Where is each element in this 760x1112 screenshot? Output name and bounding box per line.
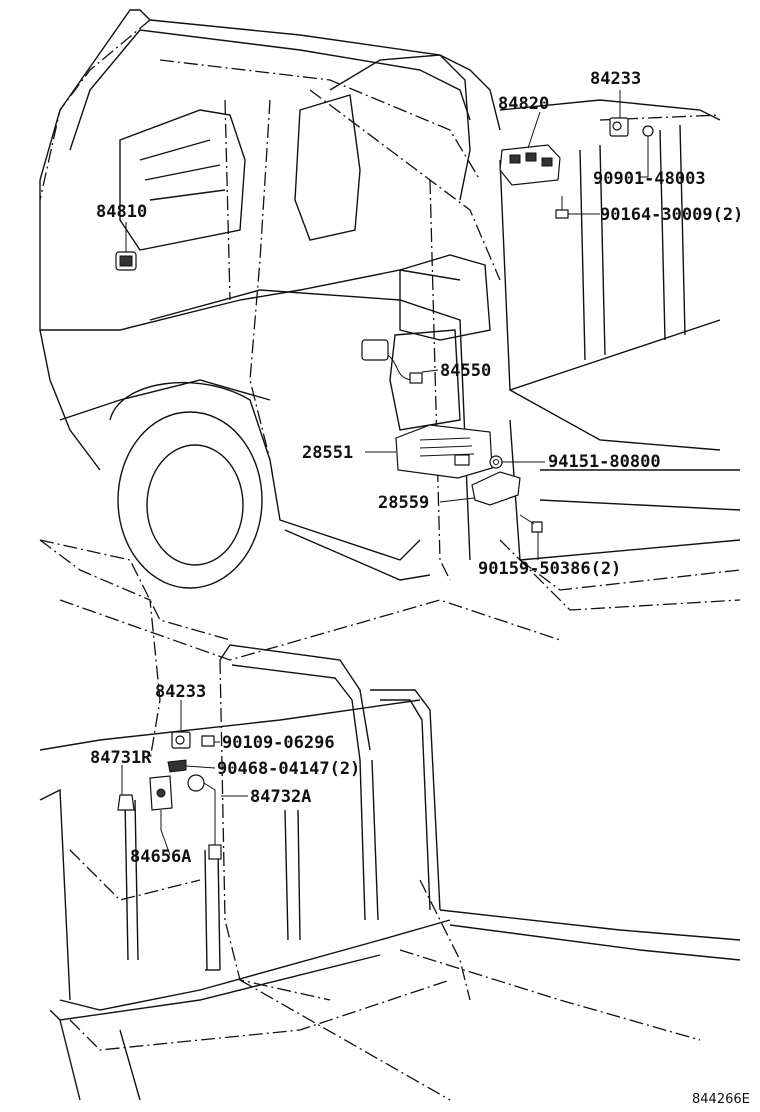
part-90164-30009-screw — [555, 196, 569, 219]
label-84731r: 84731R — [90, 748, 152, 768]
part-84656a-plate — [149, 775, 173, 811]
part-90468-04147-clip — [167, 759, 187, 773]
part-28559-bracket — [471, 471, 521, 506]
label-28559: 28559 — [378, 493, 429, 513]
part-labels: 84233 84820 90901-48003 84810 90164-3000… — [90, 69, 750, 1107]
label-90468-04147: 90468-04147(2) — [217, 759, 360, 779]
label-90109-06296: 90109-06296 — [222, 733, 335, 753]
label-84810: 84810 — [96, 202, 147, 222]
label-90164-30009: 90164-30009(2) — [600, 205, 743, 225]
part-84233-bracket-upper — [609, 117, 629, 137]
part-84233-bracket-lower — [171, 731, 191, 749]
vehicle-outline-lower — [39, 644, 741, 1101]
label-84732a: 84732A — [250, 787, 311, 807]
vehicle-outline-upper — [39, 9, 741, 589]
part-84731r-cover — [117, 794, 135, 811]
label-94151-80800: 94151-80800 — [548, 452, 661, 472]
label-84550: 84550 — [440, 361, 491, 381]
label-84233-lower: 84233 — [155, 682, 206, 702]
label-90159-50386: 90159-50386(2) — [478, 559, 621, 579]
part-84820-switch-assembly — [499, 144, 561, 186]
part-28551-ecu — [395, 424, 493, 479]
vehicle-hidden-lines-upper — [39, 19, 741, 641]
vehicle-hidden-lines-lower — [39, 539, 701, 1101]
label-28551: 28551 — [302, 443, 353, 463]
label-84656a: 84656A — [130, 847, 191, 867]
label-90901-48003: 90901-48003 — [593, 169, 706, 189]
part-90901-48003-grommet — [642, 125, 654, 137]
part-84732a-switch — [187, 774, 222, 860]
label-84820: 84820 — [498, 94, 549, 114]
diagram-code: 844266E — [692, 1092, 750, 1107]
part-90109-06296-bolt — [201, 735, 215, 747]
part-90159-50386-bolt — [519, 514, 543, 533]
leader-lines — [121, 90, 649, 856]
part-84550-harness — [361, 339, 423, 384]
part-84810-sensor — [115, 251, 137, 271]
part-94151-80800-nut — [489, 455, 503, 469]
label-84233-upper: 84233 — [590, 69, 641, 89]
